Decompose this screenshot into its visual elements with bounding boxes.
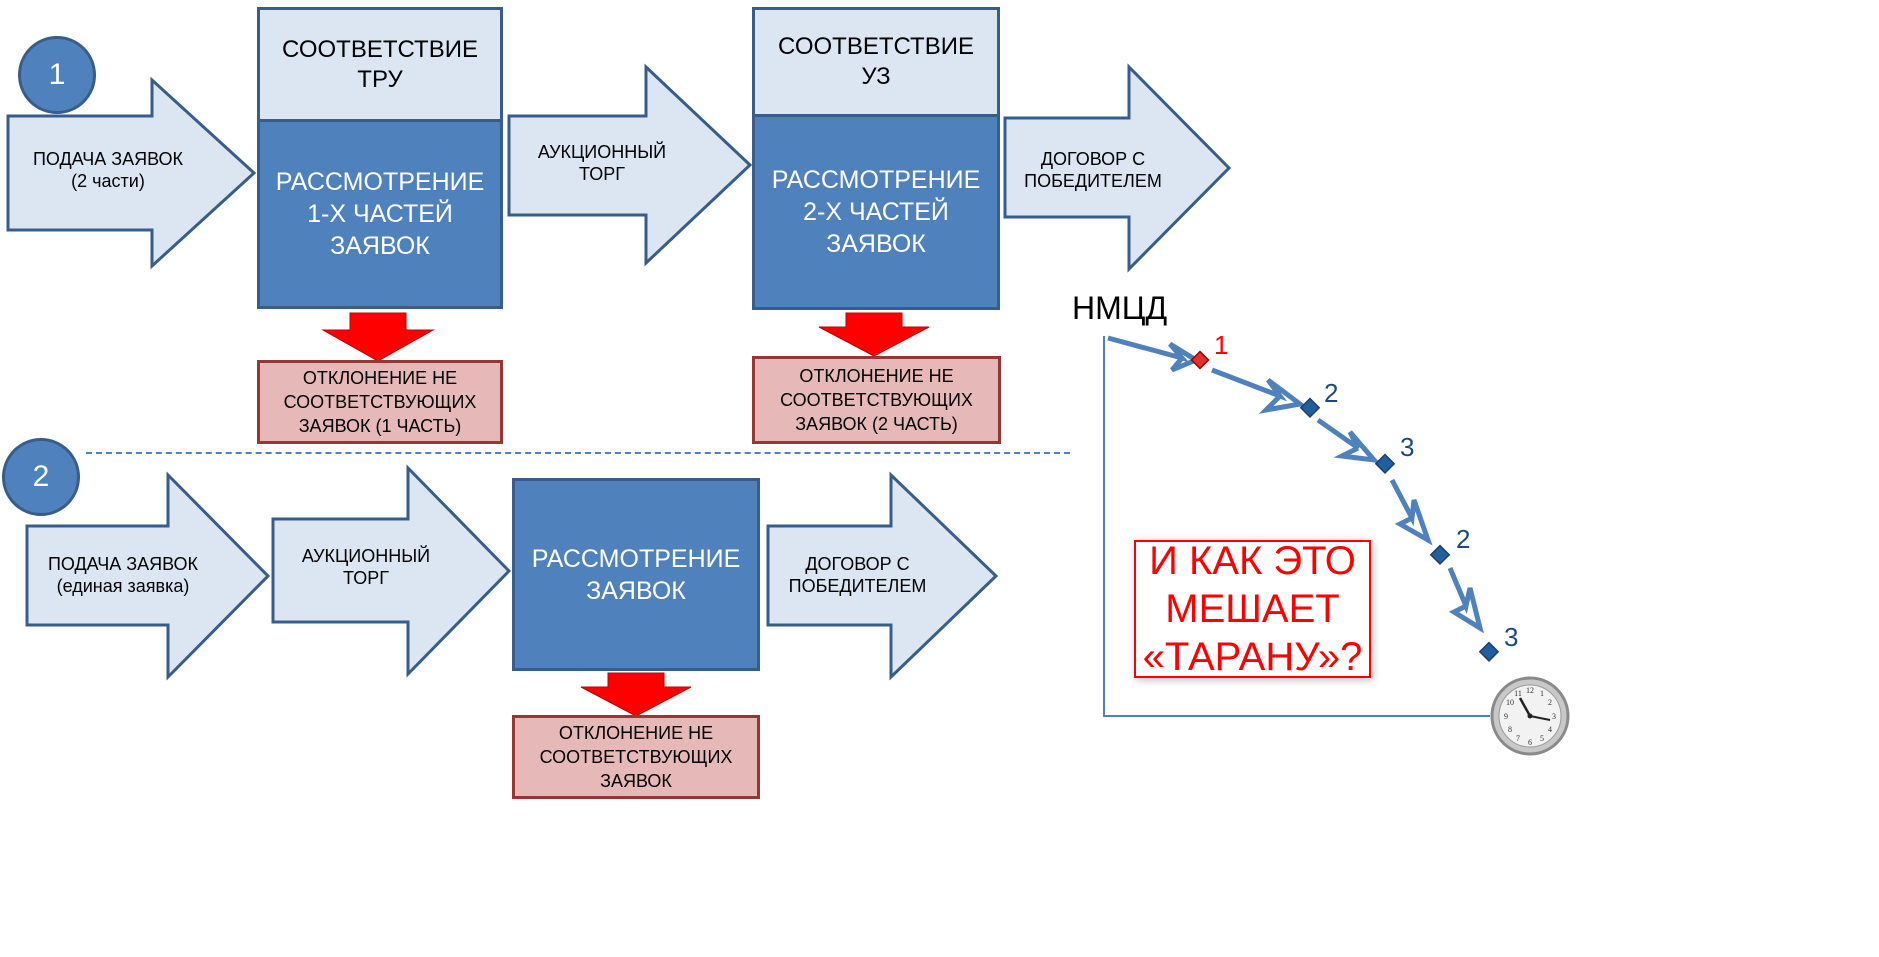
review-2-box: РАССМОТРЕНИЕ 2-Х ЧАСТЕЙ ЗАЯВОК — [752, 114, 1000, 310]
graph-point-3 — [1374, 453, 1396, 474]
contract-1-label: ДОГОВОР С ПОБЕДИТЕЛЕМ — [1024, 149, 1162, 191]
red-arrow-down-3 — [580, 672, 692, 717]
reject-1-box: ОТКЛОНЕНИЕ НЕ СООТВЕТСТВУЮЩИХ ЗАЯВОК (1 … — [257, 360, 503, 444]
graph-label-2: 2 — [1324, 378, 1339, 408]
graph-point-2 — [1299, 397, 1321, 418]
graph-arrow-2 — [1316, 417, 1381, 464]
svg-text:1: 1 — [1540, 689, 1544, 698]
graph-arrow-3 — [1389, 478, 1433, 546]
svg-text:10: 10 — [1506, 698, 1514, 707]
question-box: И КАК ЭТО МЕШАЕТ «ТАРАНУ»? — [1134, 539, 1371, 679]
graph-label-5: 3 — [1504, 622, 1519, 652]
nmcd-label: НМЦД — [1072, 290, 1168, 326]
svg-text:11: 11 — [1514, 689, 1522, 698]
arrow-submit-1 — [6, 76, 257, 270]
graph-axes — [1103, 336, 1490, 717]
arrow-auction-1 — [507, 63, 753, 267]
red-arrow-down-2 — [818, 312, 930, 357]
match-tru-box: СООТВЕТСТВИЕ ТРУ — [257, 7, 503, 122]
svg-text:12: 12 — [1526, 686, 1534, 695]
svg-text:4: 4 — [1548, 725, 1552, 734]
arrow-submit-2 — [25, 471, 271, 681]
graph-point-1 — [1190, 350, 1210, 370]
scheme-1-badge: 1 — [18, 36, 96, 114]
graph-label-1: 1 — [1214, 330, 1229, 360]
auction-2-label: АУКЦИОННЫЙ ТОРГ — [301, 546, 431, 588]
reject-2-box: ОТКЛОНЕНИЕ НЕ СООТВЕТСТВУЮЩИХ ЗАЯВОК (2 … — [752, 356, 1001, 444]
submit-2-label: ПОДАЧА ЗАЯВОК (единая заявка) — [47, 554, 199, 596]
graph-arrow-0 — [1107, 335, 1202, 373]
svg-text:8: 8 — [1508, 725, 1512, 734]
graph-label-4: 2 — [1456, 524, 1471, 554]
review-1-box: РАССМОТРЕНИЕ 1-Х ЧАСТЕЙ ЗАЯВОК — [257, 119, 503, 309]
graph-point-4 — [1429, 544, 1451, 565]
svg-text:9: 9 — [1504, 712, 1508, 721]
arrow-contract-2 — [766, 471, 999, 681]
review-box: РАССМОТРЕНИЕ ЗАЯВОК — [512, 478, 760, 671]
svg-text:5: 5 — [1540, 734, 1544, 743]
svg-text:6: 6 — [1528, 738, 1532, 747]
red-arrow-down-1 — [321, 312, 435, 362]
arrow-contract-1 — [1003, 63, 1232, 273]
contract-2-label: ДОГОВОР С ПОБЕДИТЕЛЕМ — [788, 554, 927, 596]
graph-arrow-1 — [1211, 367, 1307, 414]
graph-point-5 — [1478, 641, 1500, 662]
price-decline-graph — [1103, 335, 1500, 717]
svg-text:2: 2 — [1548, 698, 1552, 707]
arrow-auction-2 — [271, 464, 512, 678]
graph-label-3: 3 — [1400, 432, 1415, 462]
svg-text:7: 7 — [1516, 734, 1520, 743]
auction-1-label: АУКЦИОННЫЙ ТОРГ — [537, 142, 667, 184]
section-divider — [86, 452, 1070, 454]
svg-text:3: 3 — [1552, 712, 1556, 721]
reject-box: ОТКЛОНЕНИЕ НЕ СООТВЕТСТВУЮЩИХ ЗАЯВОК — [512, 715, 760, 799]
match-uz-box: СООТВЕТСТВИЕ УЗ — [752, 7, 1000, 117]
graph-arrow-4 — [1447, 567, 1484, 634]
scheme-2-badge: 2 — [2, 438, 80, 516]
submit-1-label: ПОДАЧА ЗАЯВОК (2 части) — [32, 149, 184, 191]
